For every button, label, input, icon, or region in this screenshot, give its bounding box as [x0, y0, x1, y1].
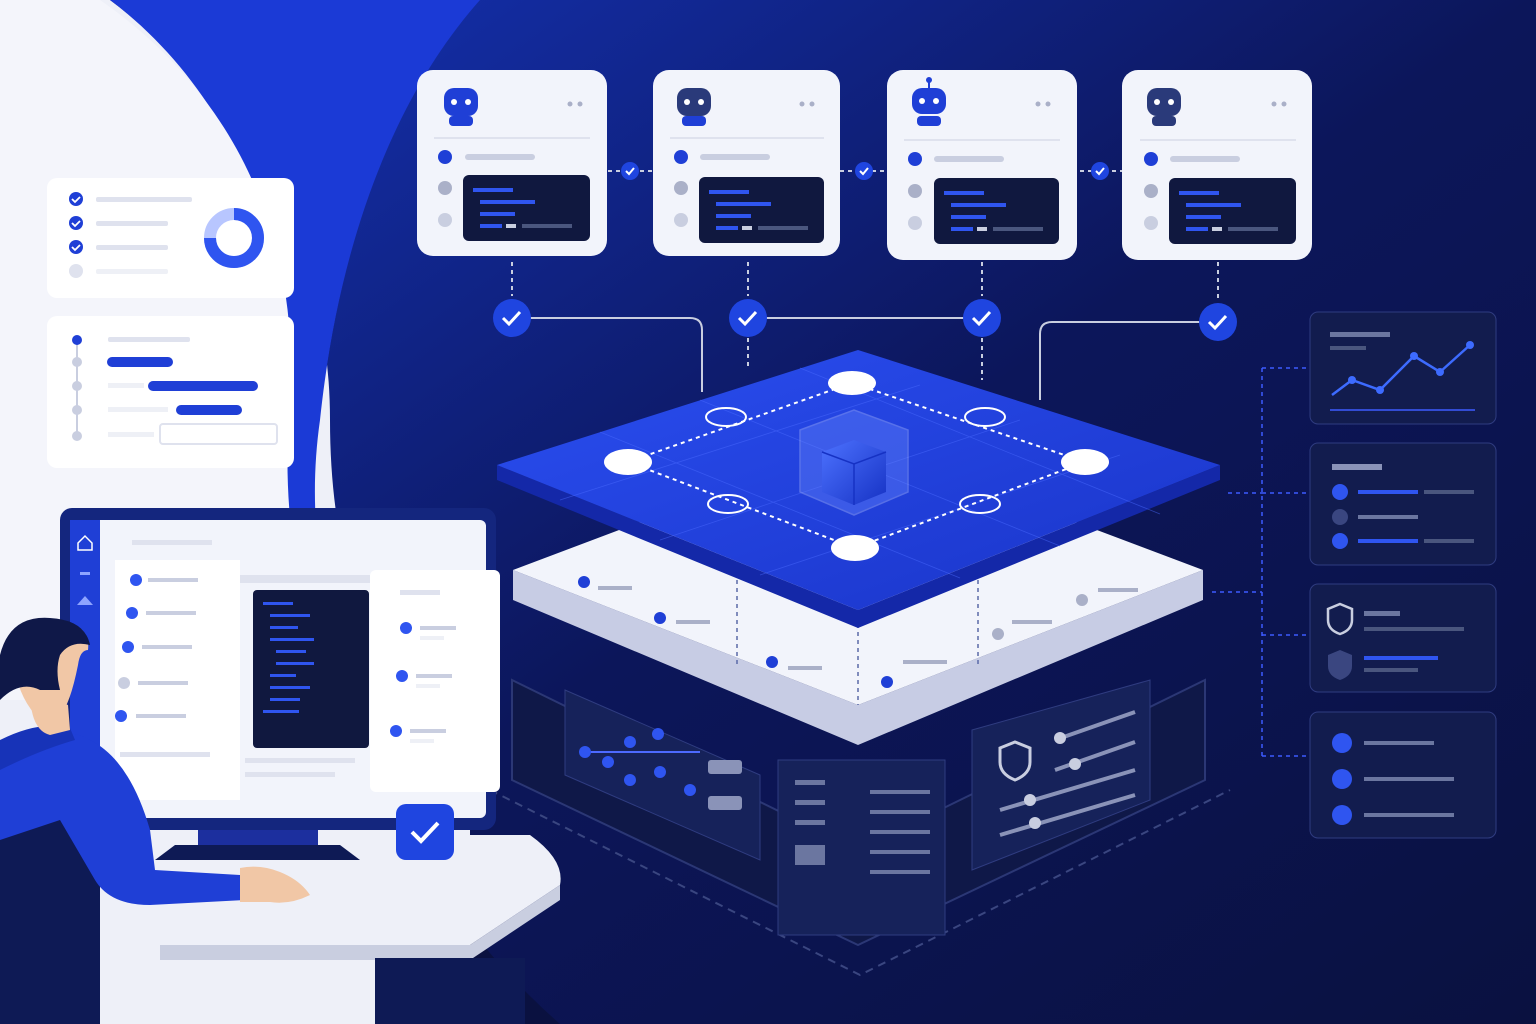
- shield-icon: [1326, 602, 1354, 636]
- monitor-icon: [60, 508, 500, 860]
- check-icon: [69, 216, 83, 230]
- person-icon: [0, 617, 310, 1024]
- security-panel[interactable]: [1309, 583, 1497, 693]
- desk: [120, 835, 561, 1024]
- home-icon: [77, 534, 93, 551]
- timeline-card[interactable]: [47, 316, 294, 468]
- check-icon: [1091, 162, 1109, 180]
- analytics-panel[interactable]: [1309, 311, 1497, 425]
- workflow-graph-panel: [564, 689, 761, 861]
- robot-antenna-icon: [912, 77, 946, 126]
- status-list-panel[interactable]: [1309, 442, 1497, 566]
- agent-cards-row: [417, 70, 1312, 260]
- agent-to-platform-connectors: [511, 262, 1219, 400]
- logs-panel: [777, 759, 946, 936]
- check-icon: [855, 162, 873, 180]
- cube-icon: [799, 409, 909, 516]
- shield-icon: [998, 740, 1032, 782]
- platform-top-layer: [497, 350, 1220, 628]
- shield-icon: [1328, 650, 1352, 680]
- check-icon: [621, 162, 639, 180]
- agent-card[interactable]: [1122, 70, 1312, 260]
- check-icon: [69, 192, 83, 206]
- donut-chart-icon: [204, 208, 264, 268]
- check-icon: [729, 299, 767, 337]
- agent-card[interactable]: [417, 70, 607, 256]
- check-icon: [963, 299, 1001, 337]
- list-icon: [1332, 733, 1454, 825]
- agent-card[interactable]: [653, 70, 840, 256]
- check-icon: [1199, 303, 1237, 341]
- background-blue-swoosh: [110, 0, 480, 820]
- agent-list-panel[interactable]: [1309, 711, 1497, 839]
- agent-card[interactable]: [887, 70, 1077, 260]
- check-icon: [396, 804, 454, 860]
- check-icon: [69, 240, 83, 254]
- list-icon: [1332, 464, 1474, 549]
- security-controls-panel: [971, 679, 1151, 871]
- robot-icon: [677, 88, 711, 126]
- right-panels: [1212, 311, 1497, 839]
- line-chart-icon: [1331, 341, 1474, 396]
- robot-icon: [444, 88, 478, 126]
- checklist-card[interactable]: [47, 178, 294, 298]
- check-icon: [493, 299, 531, 337]
- platform-bottom-layer: [489, 678, 1231, 977]
- robot-icon: [1147, 88, 1181, 126]
